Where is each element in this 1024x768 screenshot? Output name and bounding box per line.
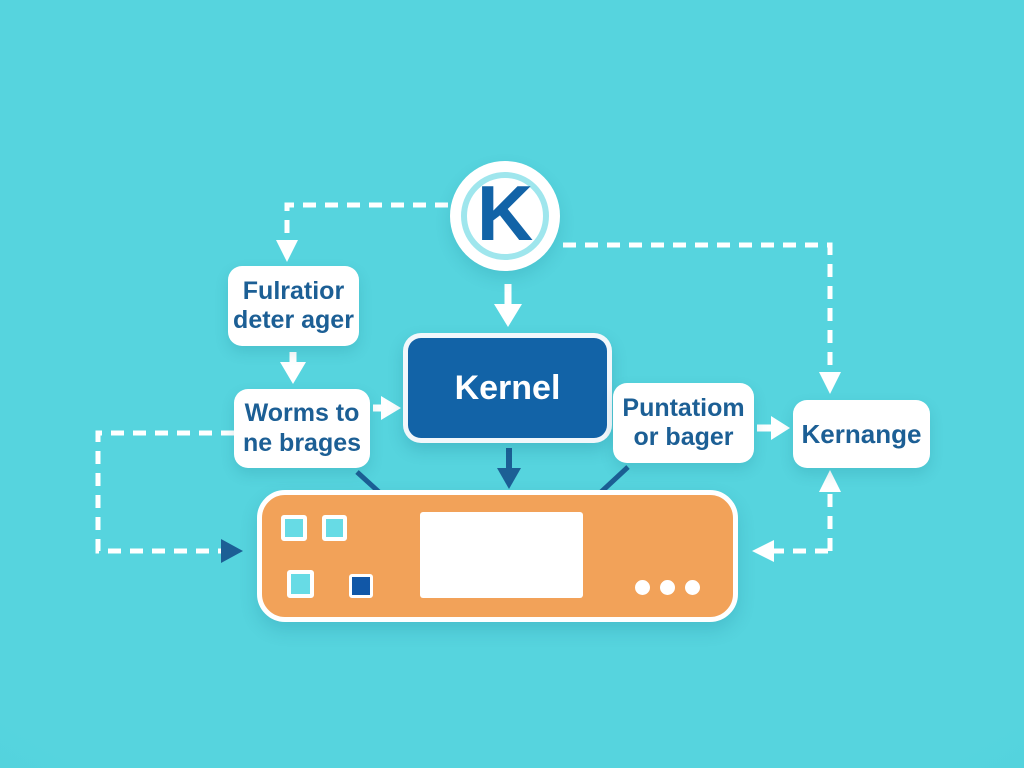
node-worms-to-ne-brages: Worms to ne brages [234, 389, 370, 468]
k-logo-circle: K [450, 161, 560, 271]
dot-icon [685, 580, 700, 595]
node-puntatiom-or-bager: Puntatiom or bager [613, 383, 754, 463]
k-logo-letter: K [461, 172, 549, 260]
arrow-fulratior-to-worms [280, 352, 306, 384]
dot-icon [660, 580, 675, 595]
cyan-square-icon [322, 515, 347, 541]
cyan-square-icon [281, 515, 307, 541]
node-fulratior-deter-ager: Fulratior deter ager [228, 266, 359, 346]
arrow-puntatiom-to-kernange [757, 416, 790, 440]
white-screen [420, 512, 583, 598]
node-kernange: Kernange [793, 400, 930, 468]
arrow-kernel-to-panel [497, 448, 521, 489]
orange-panel [257, 490, 738, 622]
dot-icon [635, 580, 650, 595]
arrow-worms-to-kernel [373, 396, 401, 420]
arrow-loop-worms-to-panel [95, 430, 243, 563]
arrow-corner-to-kernange [819, 470, 841, 551]
blue-square-icon [349, 574, 373, 598]
arrow-logo-to-fulratior [276, 202, 448, 262]
cyan-square-icon [287, 570, 314, 598]
arrow-logo-to-kernel [494, 284, 522, 327]
node-kernel: Kernel [403, 333, 612, 443]
arrow-corner-to-panel [752, 540, 828, 562]
